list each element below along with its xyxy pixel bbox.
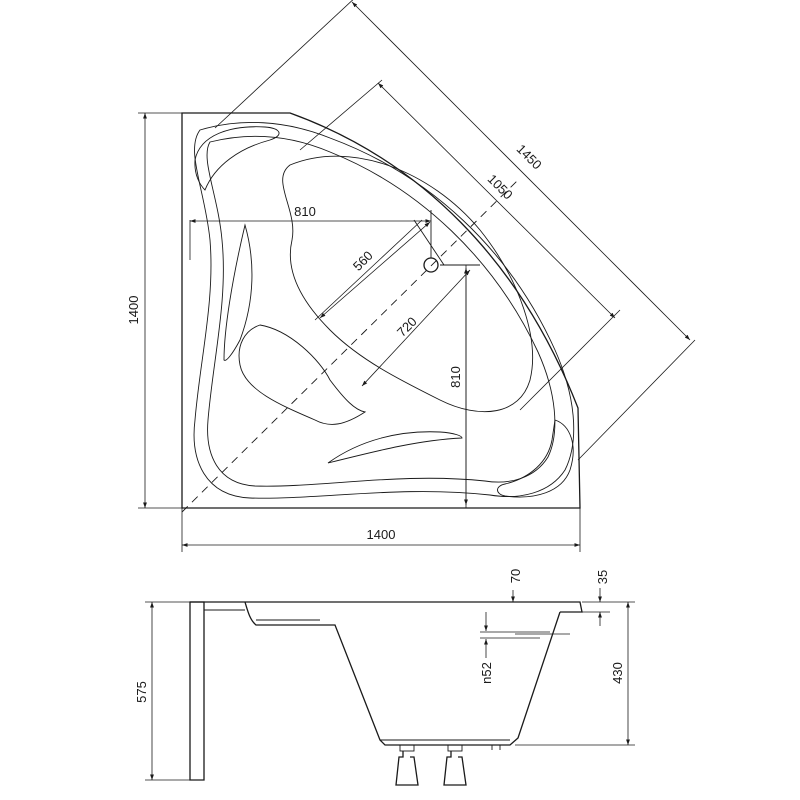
dim-inner-height: 810 bbox=[448, 366, 463, 388]
dim-line-diag-mid bbox=[377, 82, 616, 319]
rim-top bbox=[190, 601, 583, 613]
dim-rim-35: 35 bbox=[595, 570, 610, 584]
dim-inner-width: 810 bbox=[294, 204, 316, 219]
dim-bottom-width: 1400 bbox=[367, 527, 396, 542]
dim-line-diag-inner bbox=[361, 269, 471, 387]
side-view: 575 430 70 35 n52 bbox=[134, 569, 635, 786]
apron-panel bbox=[189, 601, 205, 781]
dim-line-diag-small bbox=[319, 221, 431, 319]
dim-overflow-n52: n52 bbox=[479, 662, 494, 684]
leg-right bbox=[443, 744, 467, 786]
seat-bottom bbox=[327, 431, 463, 464]
dim-diag-inner: 720 bbox=[394, 314, 420, 340]
dim-diag-outer: 1450 bbox=[514, 141, 545, 172]
dim-diag-small: 560 bbox=[350, 248, 376, 274]
drain-icon bbox=[423, 257, 439, 273]
dim-total-height: 575 bbox=[134, 681, 149, 703]
headrest-top bbox=[194, 126, 280, 191]
top-view: 1400 1400 810 810 1450 1050 560 720 bbox=[126, 0, 696, 552]
leg-left bbox=[395, 744, 419, 786]
dim-basin-depth: 430 bbox=[610, 662, 625, 684]
dim-rim-70: 70 bbox=[508, 569, 523, 583]
dim-left-height: 1400 bbox=[126, 296, 141, 325]
seat-left bbox=[223, 223, 253, 361]
dim-diag-mid: 1050 bbox=[485, 171, 516, 202]
tub-outline bbox=[181, 112, 581, 509]
centerline bbox=[181, 177, 521, 513]
lounger-left bbox=[238, 324, 367, 425]
headrest-right bbox=[497, 419, 574, 498]
tub-profile bbox=[244, 601, 561, 746]
